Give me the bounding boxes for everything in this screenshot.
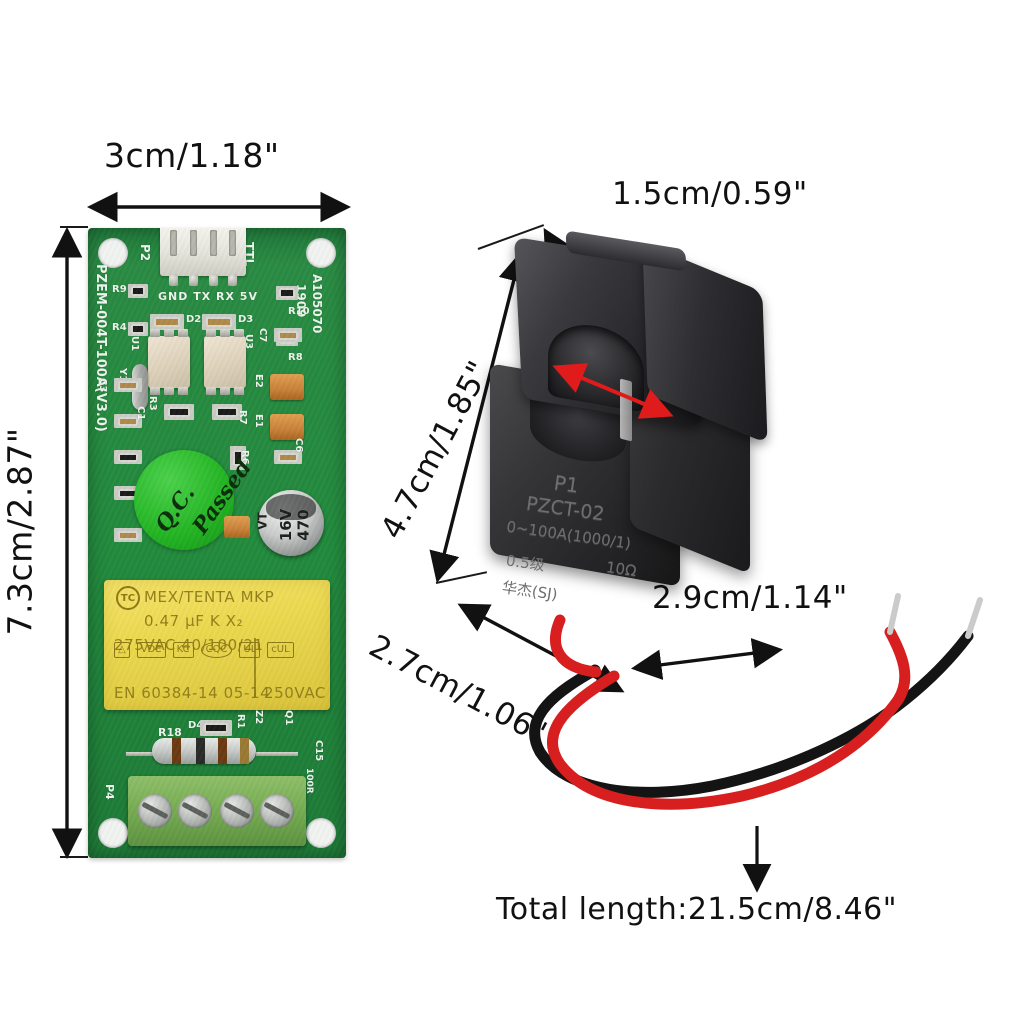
pcb-width-label: 3cm/1.18" <box>104 136 280 175</box>
ct-width-label: 2.9cm/1.14" <box>652 580 848 616</box>
pcb-width-arrow <box>86 191 352 223</box>
wire-neutral <box>529 630 974 798</box>
ct-aperture-measure-arrow <box>552 363 674 419</box>
pcb-height-extension-top <box>60 226 88 228</box>
wire-length-callout-arrow <box>742 826 772 893</box>
ct-aperture-label: 1.5cm/0.59" <box>612 176 808 212</box>
pcb-substrate: PZEM-004T-100A(V3.0) A105070 1909 P2 TTL… <box>88 228 346 858</box>
ct-width-arrow <box>630 638 784 680</box>
wire-live <box>547 626 911 810</box>
wire-total-length-label: Total length:21.5cm/8.46" <box>496 892 898 927</box>
pcb-height-extension-bottom <box>60 856 88 858</box>
current-transformer: P1 PZCT-02 0~100A(1000/1) 0.5级 10Ω 华杰(SJ… <box>470 230 830 650</box>
pzem-pcb: PZEM-004T-100A(V3.0) A105070 1909 P2 TTL… <box>88 228 346 858</box>
wire-neutral-tinned-tip <box>965 597 983 639</box>
wire-live-tinned-tip <box>887 593 901 635</box>
ct-height-arrow <box>429 251 529 583</box>
pcb-height-arrow <box>51 226 83 860</box>
wire-live-stub <box>550 614 602 678</box>
